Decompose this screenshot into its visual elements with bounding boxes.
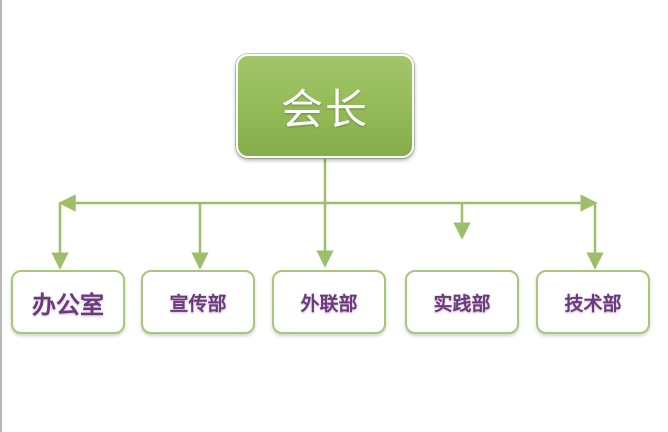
department-node-tech: 技术部	[536, 270, 650, 334]
department-node-office: 办公室	[11, 270, 125, 334]
root-node-label: 会长	[280, 84, 369, 134]
department-label-publicity: 宣传部	[169, 292, 227, 315]
department-label-external-relations: 外联部	[300, 292, 358, 315]
department-label-practice: 实践部	[433, 292, 491, 315]
department-label-office: 办公室	[32, 290, 104, 319]
department-node-external-relations: 外联部	[272, 270, 386, 334]
page-left-border	[0, 0, 2, 432]
department-node-practice: 实践部	[405, 270, 519, 334]
department-node-publicity: 宣传部	[141, 270, 255, 334]
department-label-tech: 技术部	[564, 292, 622, 315]
root-node-president: 会长	[236, 54, 414, 158]
